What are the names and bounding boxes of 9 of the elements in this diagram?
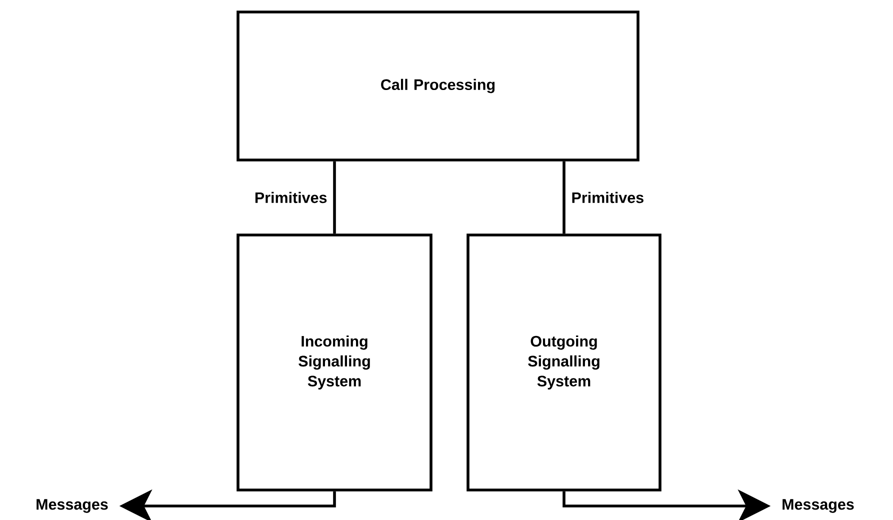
edge-label: Primitives [572, 192, 644, 204]
connector [333, 161, 336, 234]
bare-text: Messages [782, 499, 854, 513]
connector [562, 161, 566, 234]
bare-text: Messages [36, 499, 108, 513]
process-box: Incoming Signalling System [236, 234, 432, 492]
process-box: Outgoing Signalling System [466, 234, 662, 492]
edge-label: Primitives [255, 192, 327, 204]
process-box: Call Processing [236, 10, 640, 162]
